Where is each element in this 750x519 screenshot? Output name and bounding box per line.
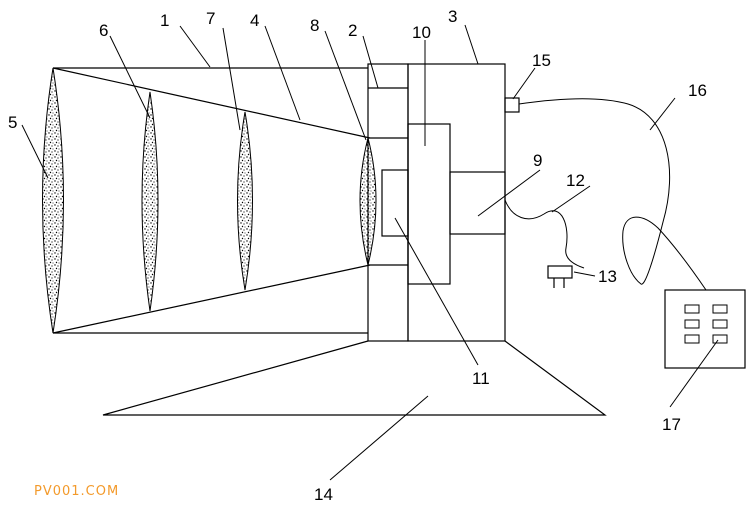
power-plug-13	[547, 265, 573, 288]
label-1: 1	[160, 11, 169, 30]
cable-16	[518, 98, 707, 291]
leader-lines	[21, 24, 719, 481]
label-11: 11	[472, 369, 490, 388]
watermark: PV001.COM	[34, 484, 120, 499]
lens-5	[42, 67, 64, 334]
label-9: 9	[533, 151, 542, 170]
sensor-block-11	[381, 169, 409, 237]
outer-housing	[53, 67, 368, 334]
label-16: 16	[688, 81, 707, 100]
label-4: 4	[250, 11, 259, 30]
body-block-3	[407, 63, 506, 342]
label-10: 10	[412, 23, 431, 42]
label-2: 2	[348, 21, 357, 40]
label-3: 3	[448, 7, 457, 26]
control-block-10	[407, 123, 451, 285]
label-12: 12	[566, 171, 585, 190]
label-15: 15	[532, 51, 551, 70]
label-13: 13	[598, 267, 617, 286]
connector-15	[504, 97, 520, 113]
module-block-9	[449, 171, 506, 235]
label-5: 5	[8, 113, 17, 132]
inner-tube	[52, 67, 371, 334]
lens-7	[237, 111, 253, 291]
controller-box-17	[664, 289, 746, 369]
label-14: 14	[314, 485, 333, 504]
lens-6	[141, 91, 159, 312]
power-cable-12	[504, 199, 585, 269]
label-7: 7	[206, 9, 215, 28]
label-6: 6	[99, 21, 108, 40]
label-17: 17	[662, 415, 681, 434]
label-8: 8	[310, 16, 319, 35]
stand-base	[102, 340, 607, 416]
